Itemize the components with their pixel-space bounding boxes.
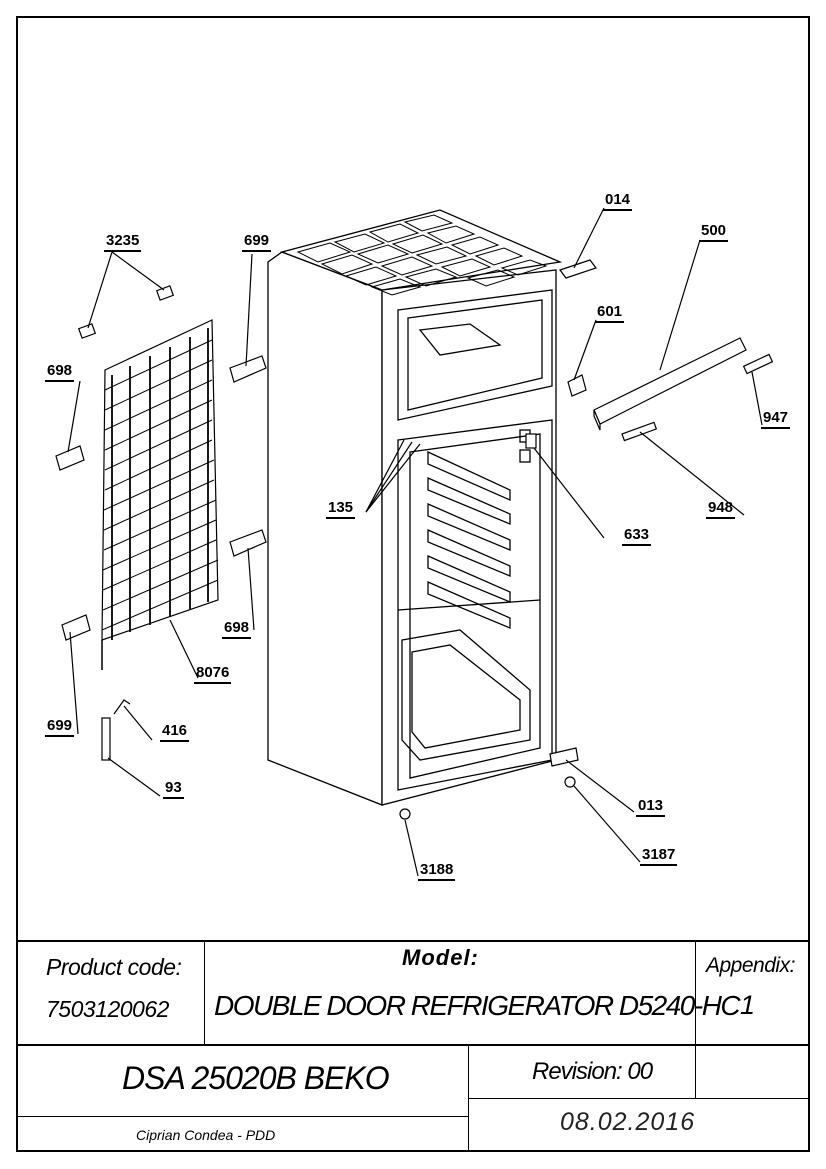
tb-vline-2	[695, 940, 696, 1098]
callout-601: 601	[595, 304, 625, 323]
callout-947: 947	[761, 410, 791, 429]
revision-label: Revision: 00	[532, 1058, 653, 1085]
callout-014: 014	[603, 192, 633, 211]
refrigerator-cabinet	[267, 209, 563, 806]
callout-3188: 3188	[418, 862, 456, 881]
tb-vline-3	[468, 1044, 469, 1152]
model-value: DOUBLE DOOR REFRIGERATOR D5240-HC	[214, 990, 741, 1021]
callout-3235: 3235	[104, 233, 142, 252]
tb-top-line	[16, 940, 810, 942]
date-value: 08.02.2016	[560, 1108, 696, 1136]
customer-name: DSA 25020B BEKO	[122, 1060, 390, 1096]
callout-3187: 3187	[640, 847, 678, 866]
small-parts	[55, 259, 774, 820]
top-cover-grid	[296, 214, 548, 296]
callout-698-mid: 698	[222, 620, 252, 639]
callout-135: 135	[326, 500, 356, 519]
callout-699-bottom: 699	[45, 718, 75, 737]
callout-500: 500	[699, 223, 729, 242]
callout-93: 93	[163, 780, 184, 799]
leader-lines	[67, 207, 763, 877]
callout-698-left: 698	[45, 363, 75, 382]
product-code-label: Product code:	[46, 954, 182, 980]
tb-vline-1	[204, 940, 205, 1044]
callout-699-top: 699	[242, 233, 272, 252]
callout-8076: 8076	[194, 665, 232, 684]
callout-948: 948	[706, 500, 736, 519]
drawing-frame	[16, 16, 810, 1152]
appendix-label: Appendix:	[706, 954, 795, 977]
tb-mid-line	[16, 1044, 810, 1046]
callout-633: 633	[622, 527, 652, 546]
exploded-view-drawing	[55, 207, 774, 877]
appendix-value: 1	[740, 990, 756, 1020]
model-label: Model:	[402, 945, 479, 970]
author-name: Ciprian Condea - PDD	[136, 1127, 276, 1143]
condenser-coil	[101, 319, 219, 670]
tb-author-line	[16, 1116, 468, 1117]
title-block: Product code: 7503120062 Model: DOUBLE D…	[16, 940, 810, 1152]
product-code-value: 7503120062	[46, 996, 169, 1022]
callout-013: 013	[636, 798, 666, 817]
tb-revision-line	[468, 1098, 810, 1099]
callout-416: 416	[160, 723, 190, 742]
